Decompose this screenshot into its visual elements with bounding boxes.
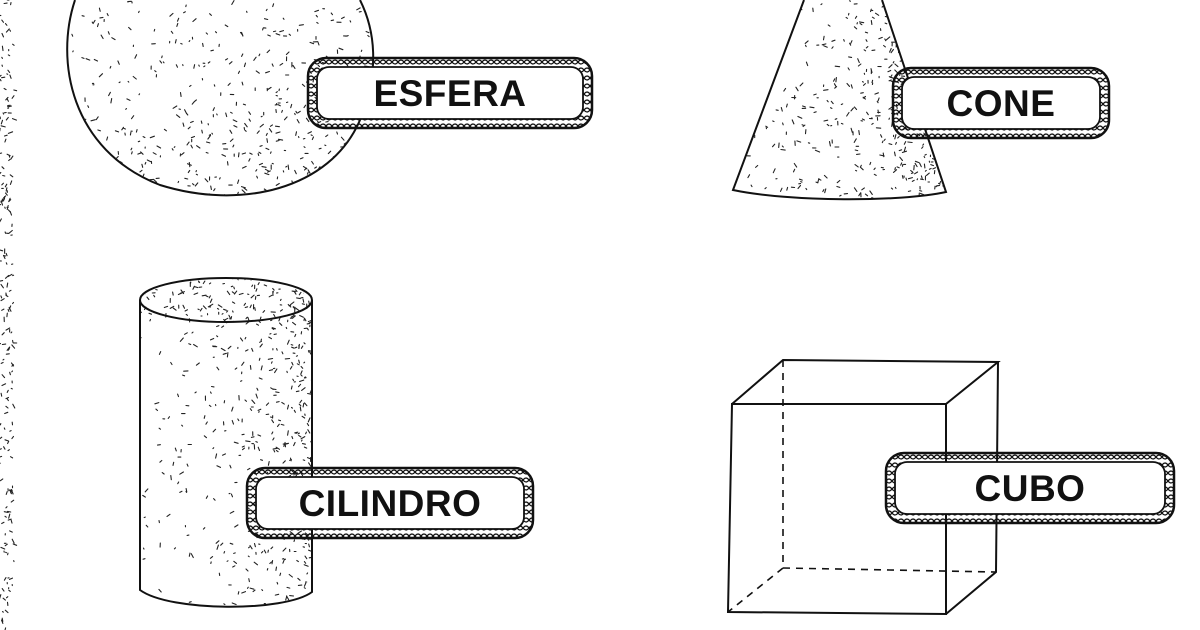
label-esfera-text: ESFERA — [373, 73, 526, 114]
cube-side-face — [945, 361, 999, 615]
cube-hidden-edge — [782, 567, 997, 573]
cylinder-stipple — [140, 279, 312, 607]
label-inner — [255, 476, 525, 530]
label-inner — [894, 461, 1166, 515]
cube-shape — [726, 358, 1001, 616]
label-inner — [901, 76, 1101, 130]
label-cone: CONE — [891, 66, 1111, 140]
cone-outline — [731, 0, 948, 201]
label-cone-text: CONE — [947, 83, 1056, 124]
cube-hidden-edge — [727, 567, 784, 613]
label-esfera: ESFERA — [306, 56, 594, 130]
label-cubo: CUBO — [884, 451, 1176, 525]
cylinder-top-ellipse — [139, 277, 313, 323]
page-edge-texture — [0, 0, 18, 630]
cylinder-outline — [139, 300, 313, 608]
cylinder-shape — [139, 277, 313, 608]
label-cilindro-text: CILINDRO — [299, 483, 482, 524]
cube-top-face — [731, 358, 1001, 405]
label-cubo-text: CUBO — [975, 468, 1086, 509]
label-inner — [316, 66, 584, 120]
label-cilindro: CILINDRO — [245, 466, 535, 540]
